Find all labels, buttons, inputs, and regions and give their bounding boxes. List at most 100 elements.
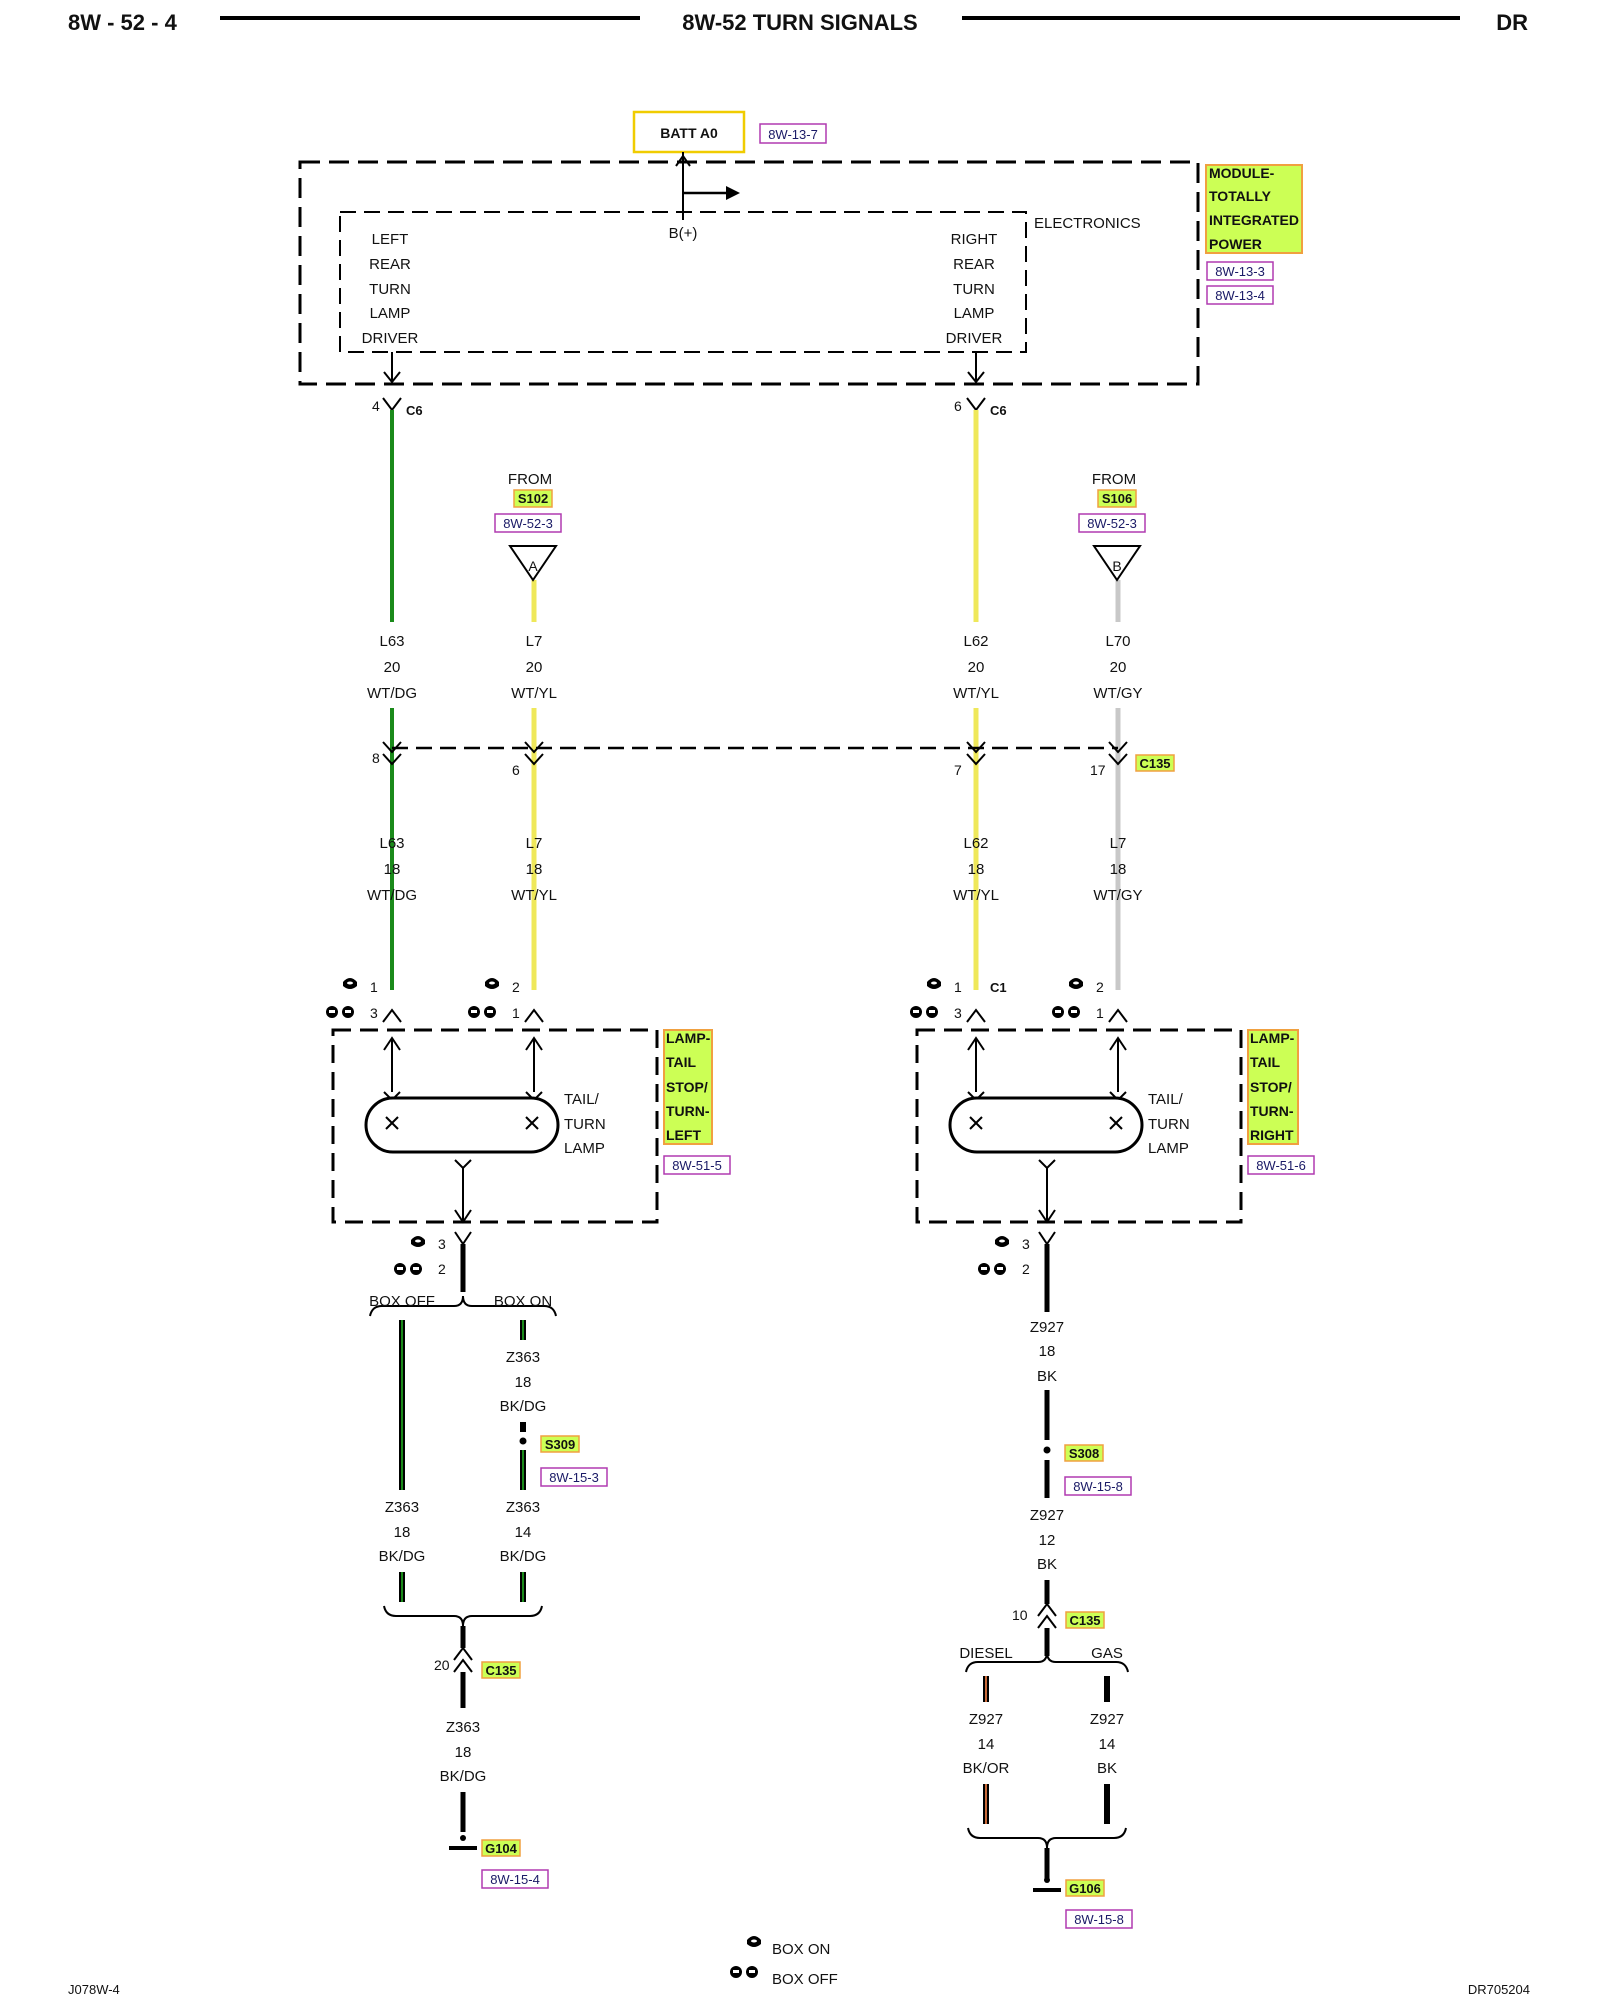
ground-g106: G106	[1069, 1881, 1101, 1896]
svg-text:A: A	[528, 558, 538, 574]
svg-text:L7: L7	[526, 835, 543, 852]
lamp-left-ref[interactable]: 8W-51-5	[672, 1158, 722, 1173]
legend-box-off: BOX OFF	[772, 1971, 838, 1988]
legend: BOX ON BOX OFF	[730, 1936, 838, 1988]
svg-text:Z363: Z363	[446, 1719, 480, 1736]
svg-text:WT/YL: WT/YL	[953, 685, 999, 702]
c135-right-label: C135	[1069, 1613, 1100, 1628]
splice-a-ref[interactable]: 8W-52-3	[503, 516, 553, 531]
ground-left-path: BOX OFF BOX ON Z363 18 BK/DG S309 8W-15-…	[369, 1244, 608, 1889]
left-driver-label: LEFT REAR TURN LAMP DRIVER	[362, 231, 419, 347]
svg-text:L63: L63	[379, 633, 404, 650]
svg-text:L62: L62	[963, 835, 988, 852]
svg-text:LAMP: LAMP	[954, 305, 995, 322]
wire-labels-upper: L63 20 WT/DG L7 20 WT/YL L62 20 WT/YL L7…	[367, 633, 1143, 702]
svg-text:REAR: REAR	[369, 256, 411, 273]
module-ref-2[interactable]: 8W-13-4	[1215, 288, 1265, 303]
svg-text:Z363: Z363	[506, 1499, 540, 1516]
box-off-icon	[730, 1966, 758, 1978]
svg-text:TAIL/: TAIL/	[1148, 1091, 1184, 1108]
svg-text:WT/YL: WT/YL	[511, 887, 557, 904]
page-header: 8W - 52 - 4 8W-52 TURN SIGNALS DR	[68, 10, 1528, 35]
svg-text:BK/OR: BK/OR	[963, 1760, 1010, 1777]
svg-text:Z927: Z927	[1030, 1319, 1064, 1336]
svg-text:TURN: TURN	[1148, 1116, 1190, 1133]
ground-g104: G104	[485, 1841, 518, 1856]
gas-label: GAS	[1091, 1645, 1123, 1662]
svg-text:B: B	[1112, 558, 1121, 574]
svg-text:BK: BK	[1037, 1368, 1057, 1385]
splice-s308: S308	[1069, 1446, 1099, 1461]
svg-text:1: 1	[954, 979, 962, 995]
svg-text:TAIL: TAIL	[1250, 1054, 1281, 1070]
svg-text:LAMP: LAMP	[564, 1140, 605, 1157]
page-title: 8W-52 TURN SIGNALS	[682, 10, 917, 35]
svg-text:REAR: REAR	[953, 256, 995, 273]
svg-text:RIGHT: RIGHT	[1250, 1127, 1294, 1143]
svg-text:LAMP-: LAMP-	[666, 1030, 711, 1046]
svg-text:RIGHT: RIGHT	[951, 231, 998, 248]
c1-label: C1	[990, 980, 1007, 995]
g106-ref[interactable]: 8W-15-8	[1074, 1912, 1124, 1927]
svg-text:18: 18	[515, 1374, 532, 1391]
svg-text:18: 18	[455, 1744, 472, 1761]
svg-text:WT/DG: WT/DG	[367, 685, 417, 702]
svg-text:14: 14	[978, 1736, 995, 1753]
svg-text:LEFT: LEFT	[666, 1127, 701, 1143]
splice-s309-dot	[519, 1437, 527, 1445]
svg-text:MODULE-: MODULE-	[1209, 165, 1275, 181]
box-off-label: BOX OFF	[369, 1293, 435, 1310]
svg-text:FROM: FROM	[1092, 471, 1136, 488]
svg-text:Z927: Z927	[1030, 1507, 1064, 1524]
svg-text:DRIVER: DRIVER	[946, 330, 1003, 347]
svg-text:3: 3	[1022, 1236, 1030, 1252]
batt-ref[interactable]: 8W-13-7	[768, 127, 818, 142]
svg-text:2: 2	[1022, 1261, 1030, 1277]
ground-right-path: Z927 18 BK S308 8W-15-8 Z927 12 BK 10 C1…	[959, 1244, 1133, 1929]
svg-text:LEFT: LEFT	[372, 231, 409, 248]
bulb-left-icon	[364, 1096, 560, 1154]
c135-left-label: C135	[485, 1663, 516, 1678]
svg-text:20: 20	[434, 1657, 450, 1673]
svg-text:BK/DG: BK/DG	[379, 1548, 426, 1565]
module-name: MODULE- TOTALLY INTEGRATED POWER	[1209, 165, 1299, 252]
splice-s102: S102	[518, 491, 548, 506]
lamp-left: 1 3 2 1 TAIL/ TURN LAMP LAMP- TAIL STOP/…	[326, 978, 731, 1277]
svg-text:L63: L63	[379, 835, 404, 852]
signal-wires	[390, 410, 1121, 990]
svg-text:Z363: Z363	[506, 1349, 540, 1366]
splice-s106: S106	[1102, 491, 1132, 506]
svg-text:20: 20	[968, 659, 985, 676]
svg-text:WT/GY: WT/GY	[1093, 887, 1142, 904]
c6-label-left: C6	[406, 403, 423, 418]
svg-text:L7: L7	[526, 633, 543, 650]
bplus-label: B(+)	[669, 225, 698, 242]
svg-text:10: 10	[1012, 1607, 1028, 1623]
svg-text:20: 20	[526, 659, 543, 676]
svg-text:TURN: TURN	[369, 281, 411, 298]
c6-pin-right: 6	[954, 398, 962, 414]
c135-upper-label: C135	[1139, 756, 1170, 771]
module-tipm: B(+) ELECTRONICS LEFT REAR TURN LAMP DRI…	[298, 160, 1303, 418]
g104-ref[interactable]: 8W-15-4	[490, 1872, 540, 1887]
module-name-highlight	[1205, 164, 1303, 254]
svg-text:WT/YL: WT/YL	[953, 887, 999, 904]
svg-text:TURN-: TURN-	[666, 1103, 710, 1119]
svg-text:BK: BK	[1097, 1760, 1117, 1777]
s308-ref[interactable]: 8W-15-8	[1073, 1479, 1123, 1494]
arrow-right-icon	[726, 186, 740, 200]
svg-text:L7: L7	[1110, 835, 1127, 852]
svg-text:L62: L62	[963, 633, 988, 650]
svg-text:2: 2	[512, 979, 520, 995]
s309-ref[interactable]: 8W-15-3	[549, 1470, 599, 1485]
module-ref-1[interactable]: 8W-13-3	[1215, 264, 1265, 279]
splice-input-a: FROM S102 8W-52-3 A	[494, 471, 562, 582]
batt-label: BATT A0	[660, 125, 718, 141]
svg-text:1: 1	[512, 1005, 520, 1021]
svg-text:FROM: FROM	[508, 471, 552, 488]
vehicle-code: DR	[1496, 10, 1528, 35]
lamp-right-ref[interactable]: 8W-51-6	[1256, 1158, 1306, 1173]
wire-labels-lower: L63 18 WT/DG L7 18 WT/YL L62 18 WT/YL L7…	[367, 835, 1143, 904]
splice-b-ref[interactable]: 8W-52-3	[1087, 516, 1137, 531]
svg-text:BK: BK	[1037, 1556, 1057, 1573]
